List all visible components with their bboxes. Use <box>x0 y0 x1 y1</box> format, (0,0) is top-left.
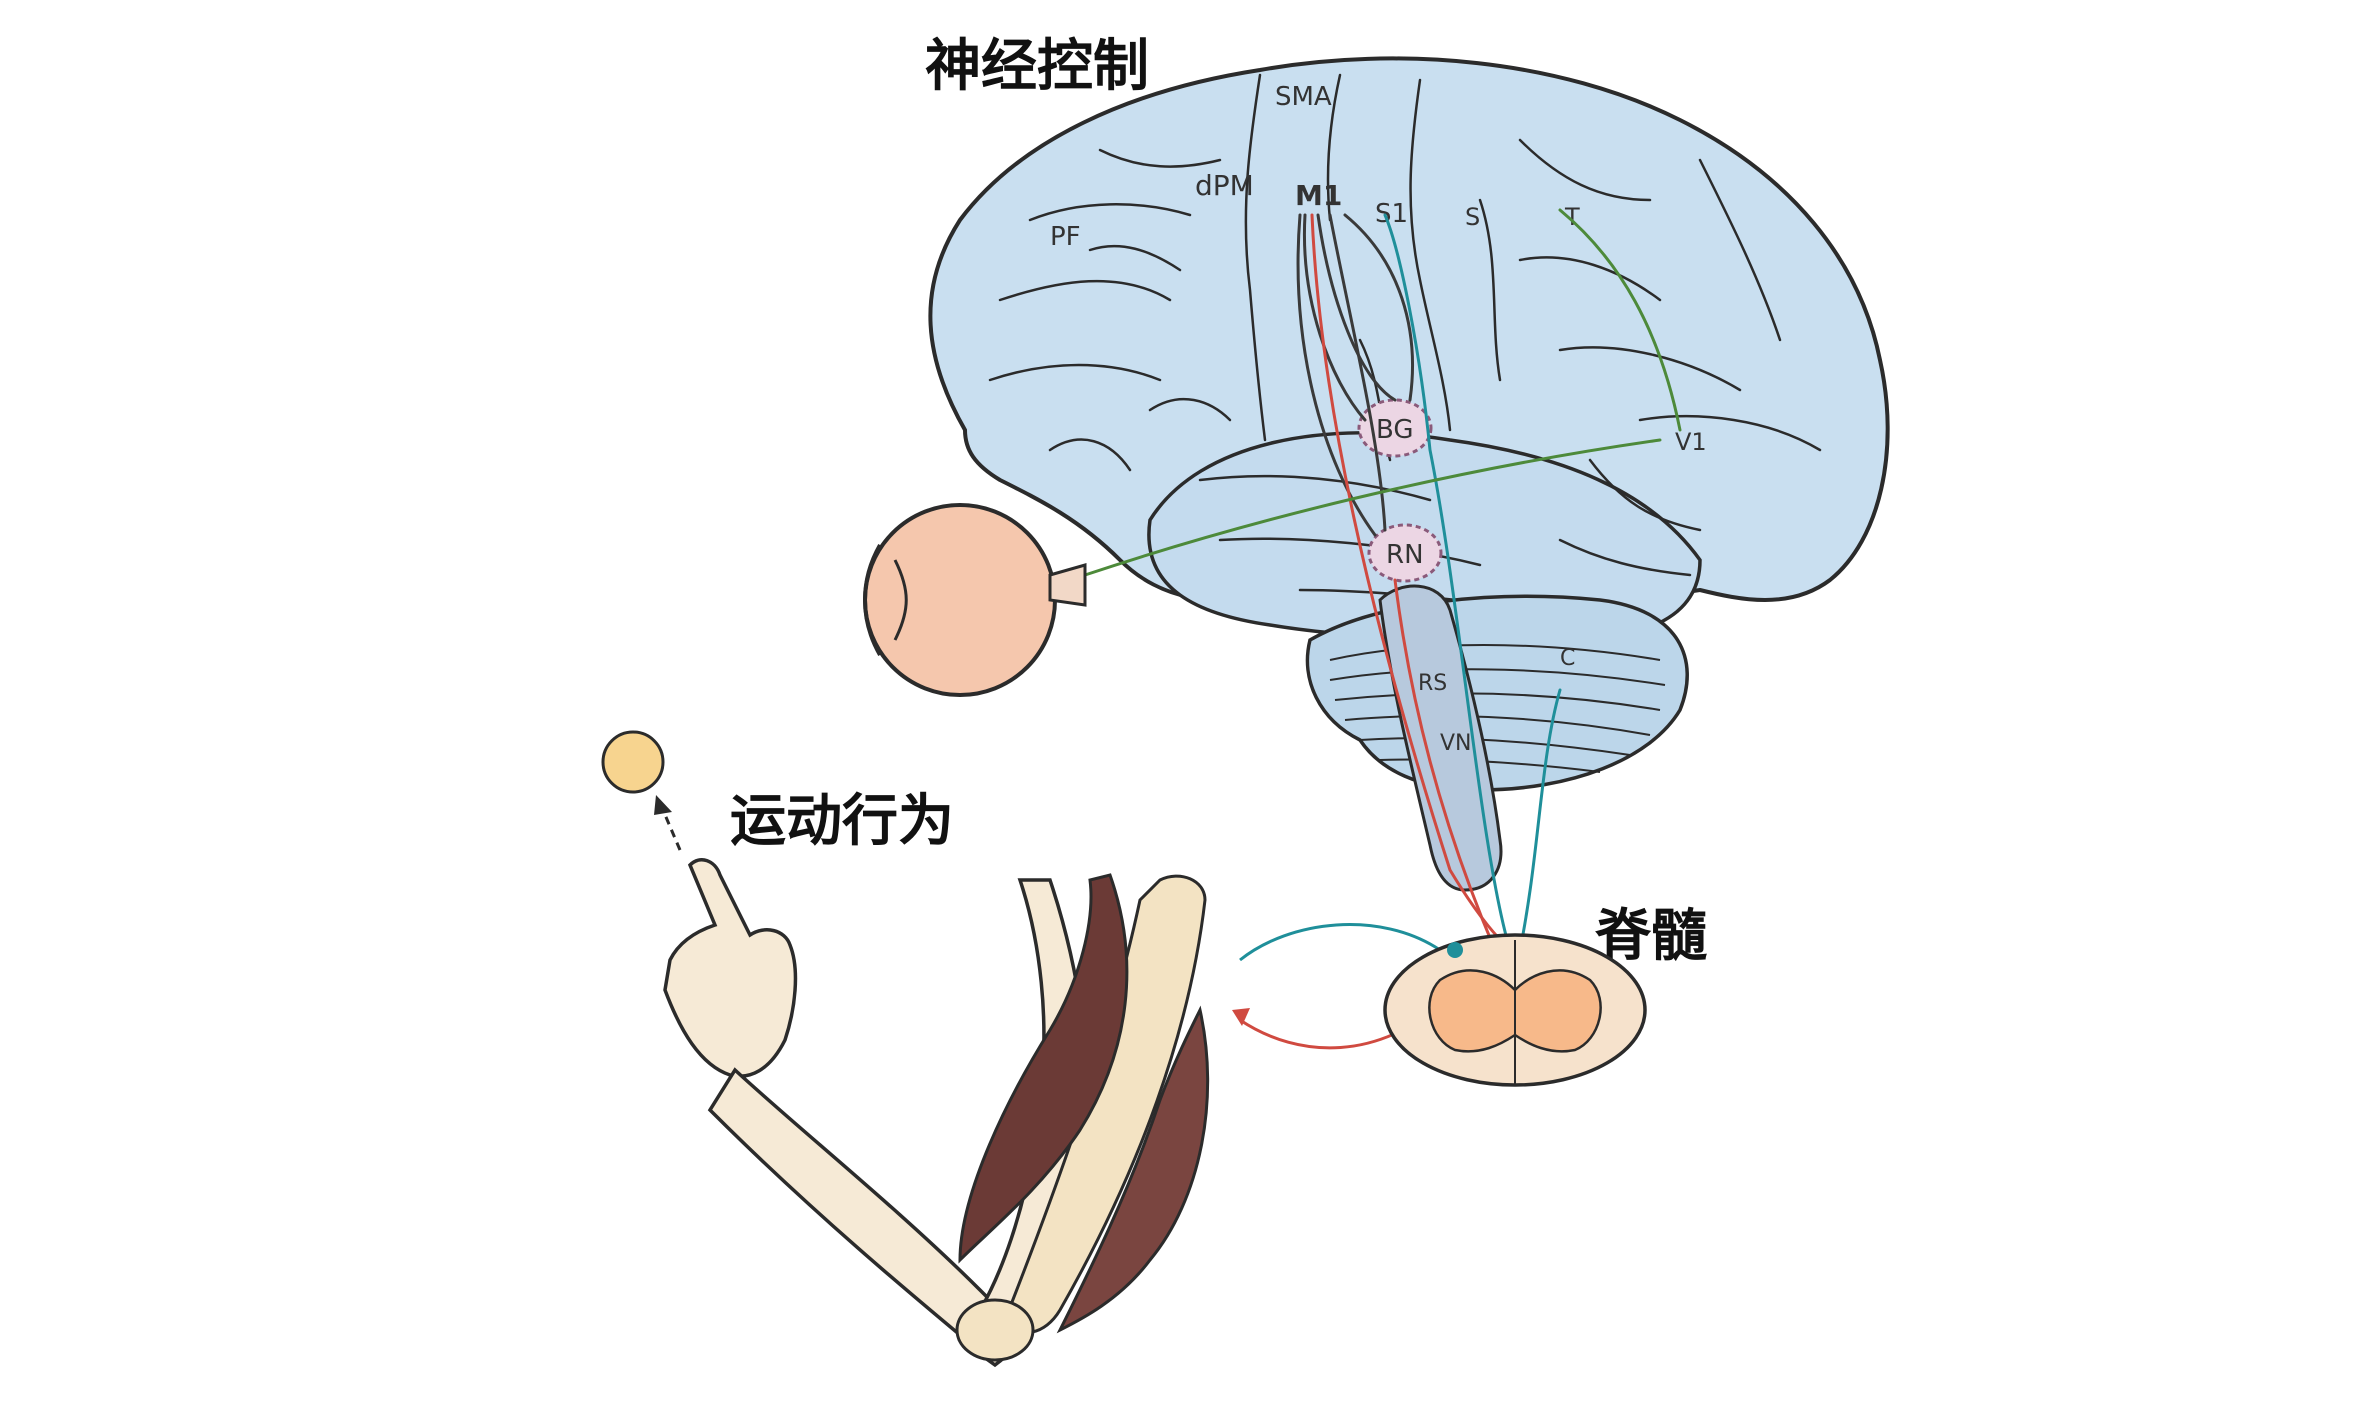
gyri-lines <box>988 73 1822 612</box>
rs-label: RS <box>1418 671 1447 696</box>
reach-arrow <box>654 795 682 851</box>
lens <box>893 559 908 641</box>
red-nucleus: RN <box>1367 523 1443 583</box>
corticospinal-path <box>1310 213 1512 952</box>
elbow-joint <box>955 1298 1035 1362</box>
sensory-afferent-path <box>1239 923 1441 962</box>
m1-label: M1 <box>1295 179 1342 212</box>
m1-to-bg-path-2 <box>1316 213 1397 402</box>
spinal-cord-section <box>1383 933 1647 1087</box>
motor-behavior-label: 运动行为 <box>730 789 954 854</box>
vn-label: VN <box>1440 731 1472 756</box>
eye <box>863 503 1087 697</box>
spinal-cord-label: 脊髓 <box>1595 904 1707 969</box>
dorsal-root-ganglion <box>1447 942 1463 958</box>
biceps-muscle <box>958 873 1129 1264</box>
m1-to-bg-path <box>1302 213 1367 422</box>
basal-ganglia: BG <box>1357 398 1433 458</box>
target-ball <box>601 730 665 794</box>
dpm-label: dPM <box>1195 169 1254 202</box>
hand <box>663 858 798 1078</box>
s-label: S <box>1465 203 1480 231</box>
spinocerebellar-path <box>1518 688 1562 952</box>
visual-path <box>1083 438 1662 577</box>
brainstem <box>1378 584 1503 892</box>
pf-label: PF <box>1050 222 1081 252</box>
optic-nerve <box>1048 563 1087 607</box>
sma-label: SMA <box>1275 82 1332 112</box>
rubrospinal-path <box>1393 578 1497 952</box>
eyeball <box>863 503 1057 697</box>
visual-dorsal-path <box>1558 208 1682 432</box>
triceps-muscle <box>1056 1005 1210 1334</box>
rn-label: RN <box>1386 540 1424 570</box>
arm <box>663 858 1210 1368</box>
rn-nucleus <box>1367 523 1443 583</box>
v1-label: V1 <box>1675 428 1707 456</box>
motor-arrowhead <box>1232 1008 1250 1026</box>
cerebellum: C <box>1305 594 1689 792</box>
s1-to-bg-path <box>1343 213 1414 402</box>
m1-to-rn-path-2 <box>1296 213 1377 537</box>
s1-label: S1 <box>1375 199 1408 229</box>
neural-control-label: 神经控制 <box>925 34 1149 99</box>
c-label: C <box>1560 646 1575 671</box>
bg-label: BG <box>1376 415 1414 445</box>
m1-to-rn-path <box>1328 213 1387 532</box>
bg-nucleus <box>1357 398 1433 458</box>
cornea <box>863 544 882 656</box>
neural-pathways <box>1083 208 1682 952</box>
ascending-sensory-path <box>1383 213 1512 952</box>
